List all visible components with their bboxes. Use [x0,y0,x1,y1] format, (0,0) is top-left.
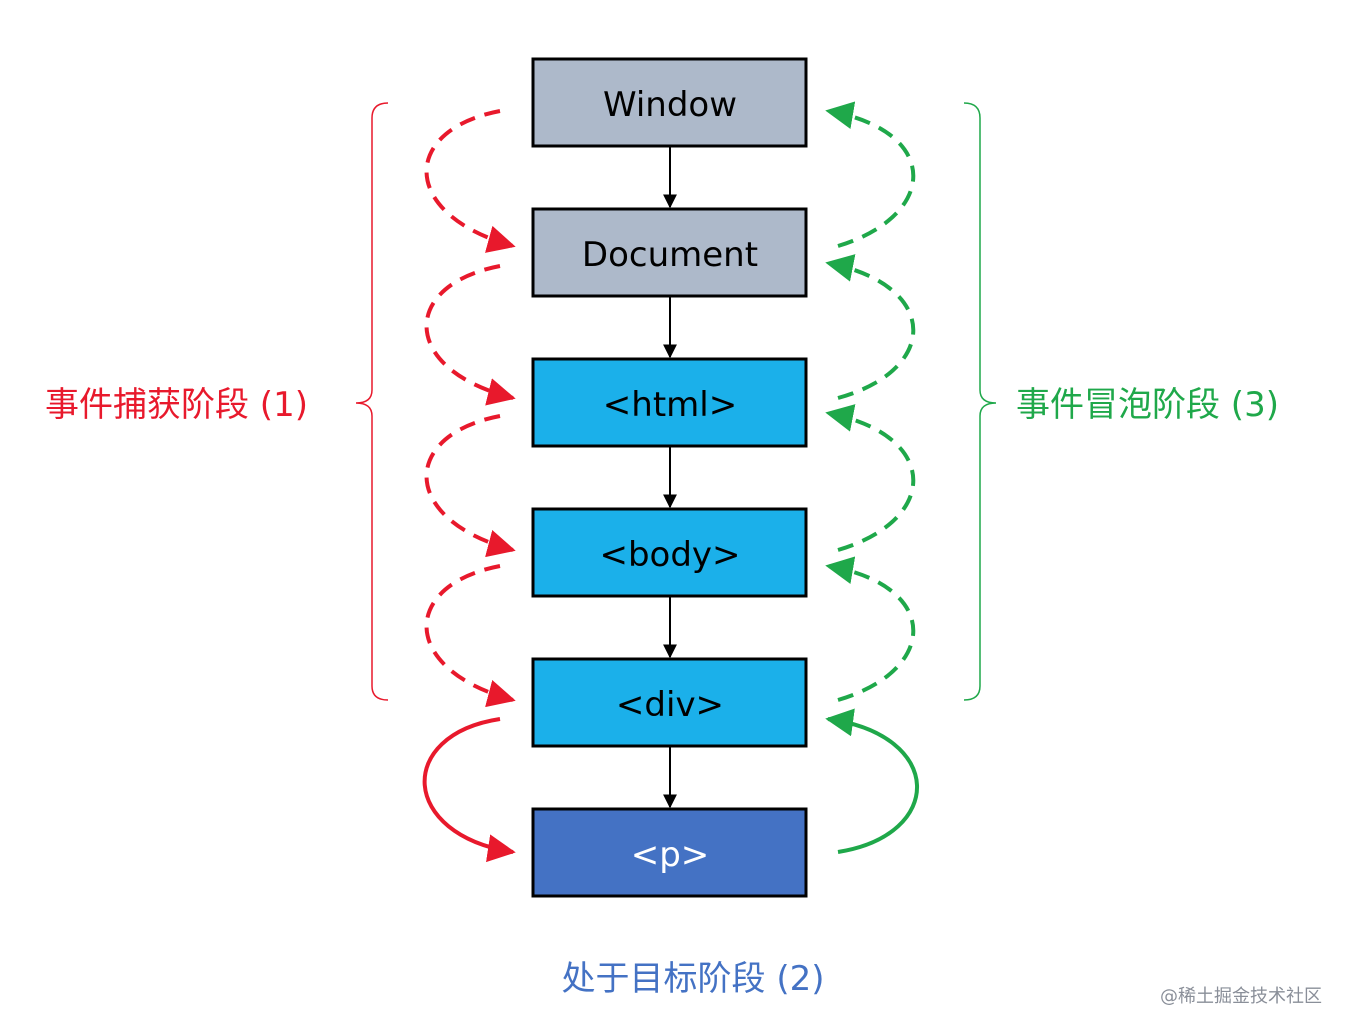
capture-arrow-document-html [424,264,516,406]
capture-arrow-div-p [422,717,516,863]
node-div-label: <div> [616,685,724,725]
node-p: <p> [531,807,808,898]
node-body-box [531,507,808,598]
capture-arrow-body-div [424,564,516,708]
bubble-arrow-body-html [825,404,916,552]
bubble-arrow-div-body [825,556,916,702]
capture-phase-label: 事件捕获阶段 (1) [45,385,308,425]
node-p-box [531,807,808,898]
watermark: @稀土掘金技术社区 [1160,986,1322,1007]
node-window-label: Window [603,85,737,125]
bubble-arrows [825,101,916,702]
node-document-box [531,207,808,298]
node-html: <html> [531,357,808,448]
node-document-label: Document [582,235,758,275]
target-phase-label: 处于目标阶段 (2) [562,959,825,999]
node-window-box [531,57,808,148]
capture-arrow-html-body [424,414,516,558]
capture-brace [355,102,389,701]
capture-arrows [424,109,516,708]
node-p-label: <p> [631,835,710,875]
node-div: <div> [531,657,808,748]
node-body: <body> [531,507,808,598]
node-html-label: <html> [603,385,737,425]
bubble-phase-label: 事件冒泡阶段 (3) [1016,385,1279,425]
node-window: Window [531,57,808,148]
bubble-arrow-document-window [825,101,916,248]
bubble-arrow-p-div [825,708,919,854]
node-div-box [531,657,808,748]
capture-arrow-window-document [424,109,516,253]
bubble-arrow-html-document [825,254,916,400]
node-document: Document [531,207,808,298]
node-body-label: <body> [599,535,740,575]
bubble-brace [963,102,997,701]
node-html-box [531,357,808,448]
